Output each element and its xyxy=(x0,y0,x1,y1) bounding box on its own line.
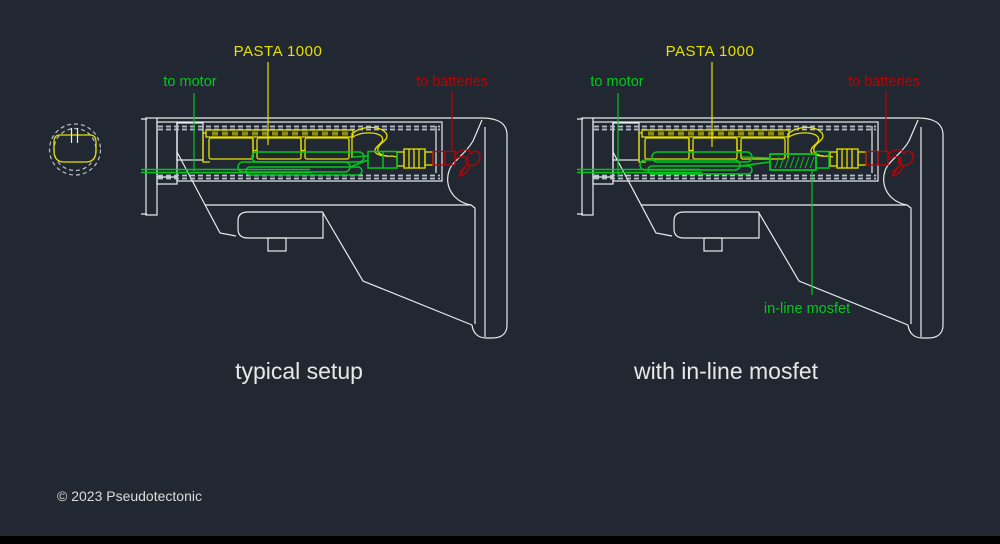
label-motor-left: to motor xyxy=(163,74,216,90)
bottom-bar xyxy=(0,536,1000,544)
tube-cross-section xyxy=(48,123,102,176)
label-motor-right: to motor xyxy=(590,74,643,90)
battery-cross-section xyxy=(53,134,97,163)
cross-section-wires xyxy=(70,128,79,143)
copyright-text: © 2023 Pseudotectonic xyxy=(57,488,202,504)
label-pasta-left: PASTA 1000 xyxy=(234,43,323,60)
caption-typical-setup: typical setup xyxy=(235,358,363,384)
label-inline-mosfet: in-line mosfet xyxy=(764,301,850,317)
tube-cross-section-outer xyxy=(48,123,102,176)
diagram-with-mosfet: PASTA 1000 to motor to batteries in-line… xyxy=(576,43,944,384)
caption-with-mosfet: with in-line mosfet xyxy=(633,358,819,384)
motor-wires-left xyxy=(141,150,398,176)
diagram-typical-setup: PASTA 1000 to motor to batteries typical… xyxy=(48,43,508,384)
label-batteries-left: to batteries xyxy=(416,74,488,90)
motor-wires-right xyxy=(577,150,830,175)
label-batteries-right: to batteries xyxy=(848,74,920,90)
label-pasta-right: PASTA 1000 xyxy=(666,43,755,60)
